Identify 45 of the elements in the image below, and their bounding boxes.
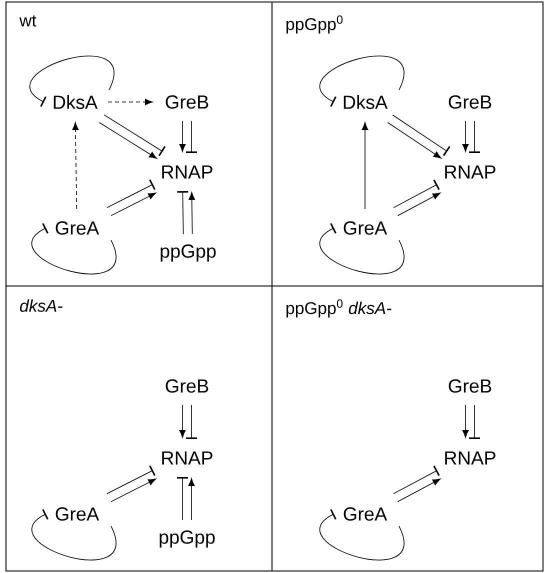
- inhibition-line: [469, 404, 480, 439]
- gene-label: GreA: [344, 507, 388, 521]
- inhibition-loop: [29, 56, 114, 107]
- arrow: [462, 120, 469, 152]
- gene-label: DksA: [344, 95, 388, 109]
- arrow: [397, 478, 440, 502]
- gene-label: RNAP: [162, 451, 212, 465]
- gene-label: RNAP: [445, 451, 496, 465]
- inhibition-loop: [319, 223, 404, 274]
- arrow: [362, 122, 368, 210]
- gene-label: GreB: [166, 95, 208, 109]
- inhibition-loop: [31, 509, 116, 560]
- inhibition-line: [186, 404, 197, 439]
- gene-label: RNAP: [162, 165, 212, 179]
- arrow: [188, 192, 196, 234]
- gene-label: ppGpp: [160, 244, 216, 262]
- arrow: [188, 478, 195, 520]
- gene-label: GreA: [56, 507, 100, 521]
- gene-label: DksA: [54, 95, 98, 109]
- inhibition-line: [469, 120, 480, 153]
- gene-label: GreB: [448, 379, 492, 393]
- arrow: [72, 122, 79, 210]
- arrow: [98, 122, 158, 159]
- gene-label: GreB: [166, 379, 208, 393]
- inhibition-loop: [319, 56, 404, 107]
- gene-label: GreA: [56, 221, 100, 235]
- arrow: [462, 404, 469, 438]
- arrow: [387, 122, 442, 159]
- arrow: [108, 98, 153, 106]
- inhibition-line: [177, 191, 188, 234]
- arrow: [110, 192, 156, 216]
- gene-label: GreB: [448, 95, 492, 109]
- gene-label: RNAP: [445, 165, 496, 179]
- arrow: [397, 192, 440, 216]
- inhibition-line: [393, 180, 440, 208]
- arrow: [179, 404, 186, 438]
- inhibition-loop: [319, 509, 404, 560]
- inhibition-line: [177, 477, 188, 520]
- inhibition-line: [186, 120, 197, 153]
- arrow: [179, 120, 186, 152]
- inhibition-loop: [31, 223, 116, 274]
- gene-label: GreA: [344, 221, 388, 235]
- gene-label: ppGpp: [160, 530, 215, 548]
- arrow: [110, 478, 156, 502]
- inhibition-line: [393, 466, 440, 494]
